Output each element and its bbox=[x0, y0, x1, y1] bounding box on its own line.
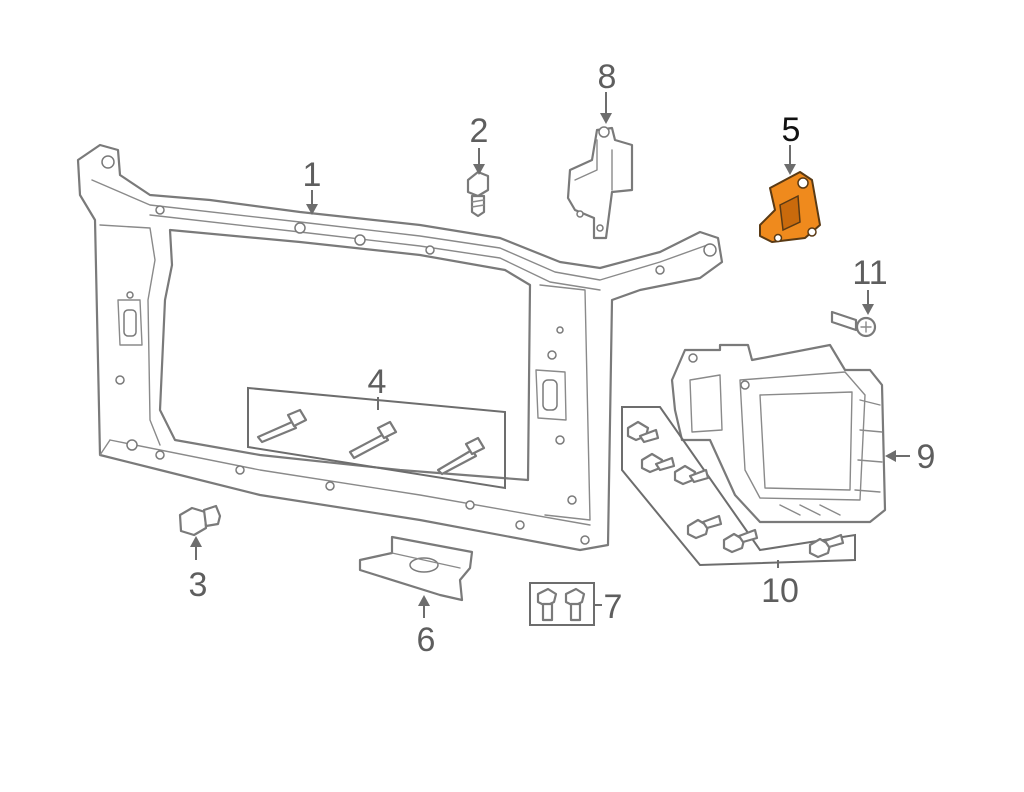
callout-11: 11 bbox=[852, 254, 887, 292]
bolt-part-2 bbox=[466, 170, 490, 218]
bolt-set-part-10 bbox=[621, 406, 856, 567]
bracket-part-8 bbox=[566, 126, 634, 240]
callout-6: 6 bbox=[417, 621, 436, 659]
bracket-part-6 bbox=[358, 535, 474, 602]
rivet-kit-part-4 bbox=[247, 386, 506, 490]
callout-3: 3 bbox=[189, 566, 208, 604]
bolt-pair-part-7 bbox=[529, 582, 595, 626]
bracket-part-5-highlighted bbox=[759, 171, 821, 243]
bolt-part-3 bbox=[178, 504, 222, 537]
callout-9: 9 bbox=[917, 438, 936, 476]
callout-10: 10 bbox=[761, 572, 799, 610]
callout-labels: 1 2 3 4 5 6 7 8 9 10 11 bbox=[189, 58, 936, 659]
callout-4: 4 bbox=[368, 363, 387, 401]
callout-1: 1 bbox=[303, 156, 322, 194]
callout-5: 5 bbox=[782, 111, 801, 149]
housing-part-9 bbox=[670, 343, 887, 524]
radiator-support-frame bbox=[76, 143, 724, 552]
leader-lines bbox=[190, 92, 910, 618]
screw-part-11 bbox=[830, 310, 877, 338]
callout-7: 7 bbox=[604, 588, 623, 626]
callout-8: 8 bbox=[598, 58, 617, 96]
callout-2: 2 bbox=[470, 112, 489, 150]
